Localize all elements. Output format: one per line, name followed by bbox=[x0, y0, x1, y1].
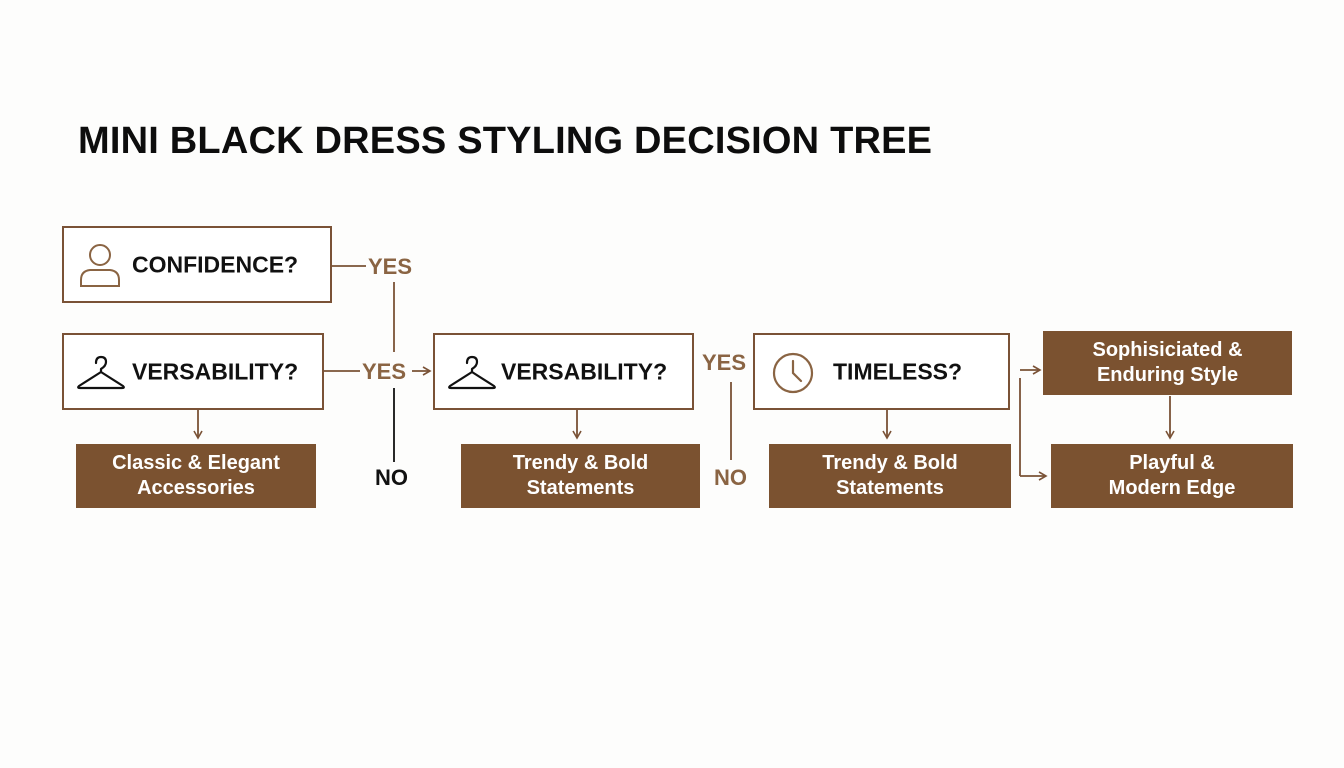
branch-label-no: NO bbox=[375, 465, 408, 490]
branch-label-no: NO bbox=[714, 465, 747, 490]
outcome-playful-modern: Playful & Modern Edge bbox=[1051, 444, 1293, 508]
page-title: MINI BLACK DRESS STYLING DECISION TREE bbox=[78, 120, 933, 162]
outcome-line: Modern Edge bbox=[1108, 477, 1236, 499]
outcome-line: Accessories bbox=[137, 477, 255, 499]
outcome-line: Statements bbox=[836, 477, 944, 499]
question-label: VERSABILITY? bbox=[501, 358, 668, 384]
question-label: TIMELESS? bbox=[833, 358, 963, 384]
outcome-sophisticated-enduring: Sophisiciated & Enduring Style bbox=[1043, 331, 1292, 395]
outcome-line: Sophisiciated & bbox=[1092, 339, 1243, 361]
person-icon bbox=[80, 244, 120, 287]
hanger-icon bbox=[77, 355, 125, 390]
question-label: VERSABILITY? bbox=[132, 358, 299, 384]
outcome-trendy-bold-2: Trendy & Bold Statements bbox=[769, 444, 1011, 508]
outcome-classic-elegant: Classic & Elegant Accessories bbox=[76, 444, 316, 508]
branch-label-yes: YES bbox=[702, 350, 747, 375]
branch-label-yes: YES bbox=[368, 254, 413, 279]
outcome-line: Trendy & Bold bbox=[512, 452, 649, 474]
outcome-line: Classic & Elegant bbox=[112, 452, 280, 474]
question-confidence: CONFIDENCE? bbox=[62, 226, 332, 303]
question-label: CONFIDENCE? bbox=[132, 251, 299, 277]
outcome-line: Trendy & Bold bbox=[822, 452, 958, 474]
outcome-trendy-bold-1: Trendy & Bold Statements bbox=[461, 444, 700, 508]
hanger-icon bbox=[448, 355, 496, 390]
outcome-line: Statements bbox=[526, 477, 635, 499]
question-versability-2: VERSABILITY? bbox=[433, 333, 694, 410]
branch-label-yes: YES bbox=[362, 359, 407, 384]
question-timeless: TIMELESS? bbox=[753, 333, 1010, 410]
clock-icon bbox=[772, 352, 814, 394]
outcome-line: Enduring Style bbox=[1096, 364, 1239, 386]
question-versability-1: VERSABILITY? bbox=[62, 333, 324, 410]
outcome-line: Playful & bbox=[1129, 452, 1215, 474]
